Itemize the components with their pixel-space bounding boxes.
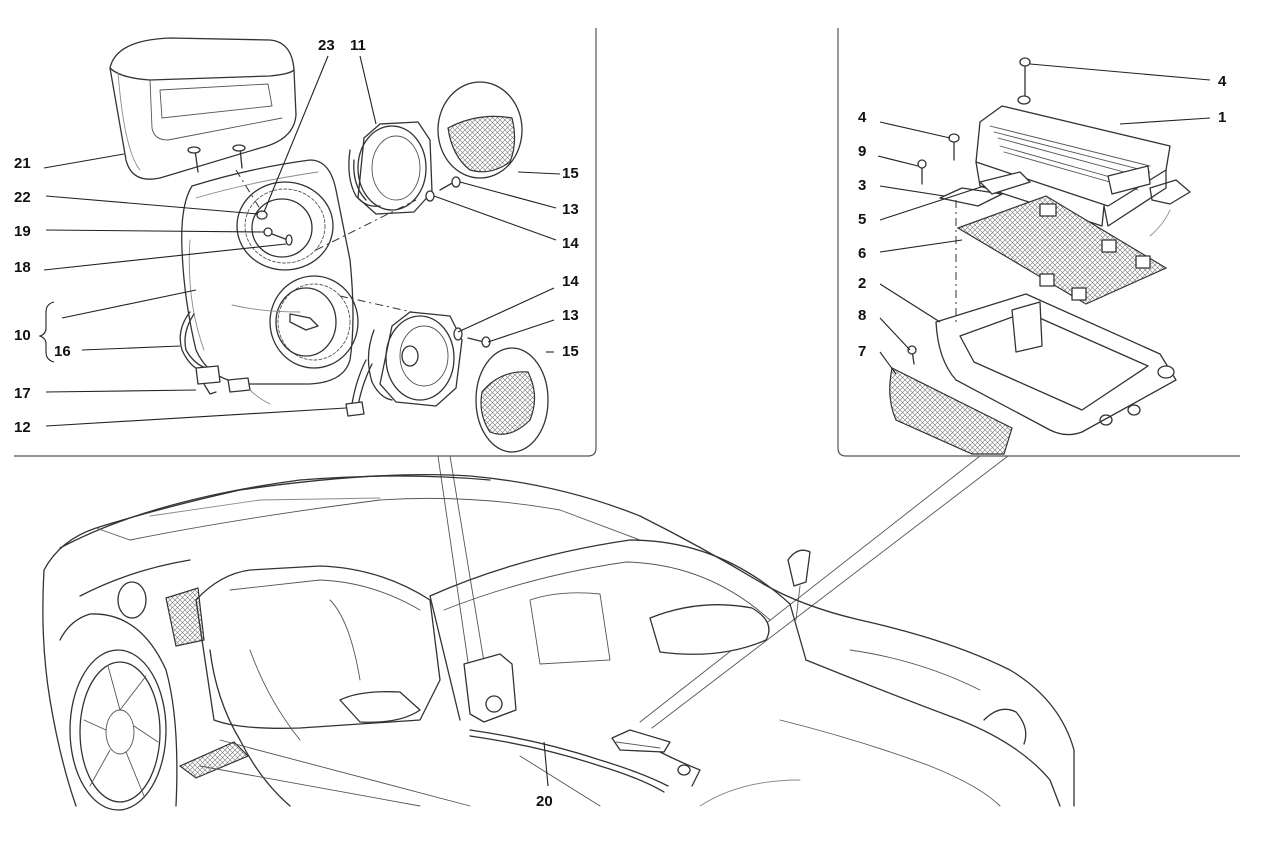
- callout-8: 8: [858, 307, 866, 324]
- callout-4-left: 4: [858, 109, 867, 126]
- car-overview: [42, 455, 1075, 811]
- callout-10: 10: [14, 327, 31, 344]
- trim-cover-7-screw-8: [889, 345, 1013, 455]
- callout-20: 20: [536, 793, 553, 810]
- wiring-harness-16-17: [179, 311, 271, 405]
- left-detail-axis-lines: [315, 199, 417, 313]
- callout-16: 16: [54, 343, 71, 360]
- callout-22: 22: [14, 189, 31, 206]
- callout-5: 5: [858, 211, 866, 228]
- callout-19: 19: [14, 223, 31, 240]
- callout-14-lower: 14: [562, 273, 579, 290]
- callout-3: 3: [858, 177, 866, 194]
- callout-6: 6: [858, 245, 866, 262]
- callout-21: 21: [14, 155, 31, 172]
- callout-7: 7: [858, 343, 866, 360]
- group-brace: [38, 301, 55, 363]
- callout-15-lower: 15: [562, 343, 579, 360]
- dashboard-cover-21: [109, 37, 297, 180]
- screws-13-14-upper: [425, 176, 461, 202]
- woofer-speaker-11: [348, 121, 433, 215]
- mounting-tray-2: [935, 200, 1177, 436]
- callout-numbers: 21 22 19 18 10 16 17 12 23 11 15 13 14 1…: [14, 37, 1227, 810]
- callout-2: 2: [858, 275, 866, 292]
- left-detail-frame: [14, 28, 597, 457]
- callout-23: 23: [318, 37, 335, 54]
- insulation-pad-6: [956, 195, 1168, 305]
- callout-12: 12: [14, 419, 31, 436]
- speaker-grille-15-upper: [437, 81, 523, 179]
- fixing-screws-18-19-22-23: [235, 169, 293, 246]
- amplifier-1: [975, 95, 1191, 237]
- callout-11: 11: [350, 37, 366, 54]
- callout-9: 9: [858, 143, 866, 160]
- midrange-speaker-12: [345, 311, 463, 417]
- speaker-grille-15-lower: [475, 347, 549, 453]
- bracket-screws-3-4-5-9: [917, 57, 1031, 207]
- leader-lines: [43, 55, 1211, 787]
- callout-1: 1: [1218, 109, 1226, 126]
- callout-14-upper: 14: [562, 235, 579, 252]
- callout-13-upper: 13: [562, 201, 579, 218]
- right-detail-frame: [837, 28, 1240, 457]
- speaker-pod-housing-10: [181, 159, 359, 385]
- callout-17: 17: [14, 385, 31, 402]
- callout-4-top: 4: [1218, 73, 1227, 90]
- callout-15-upper: 15: [562, 165, 579, 182]
- callout-18: 18: [14, 259, 31, 276]
- callout-13-lower: 13: [562, 307, 579, 324]
